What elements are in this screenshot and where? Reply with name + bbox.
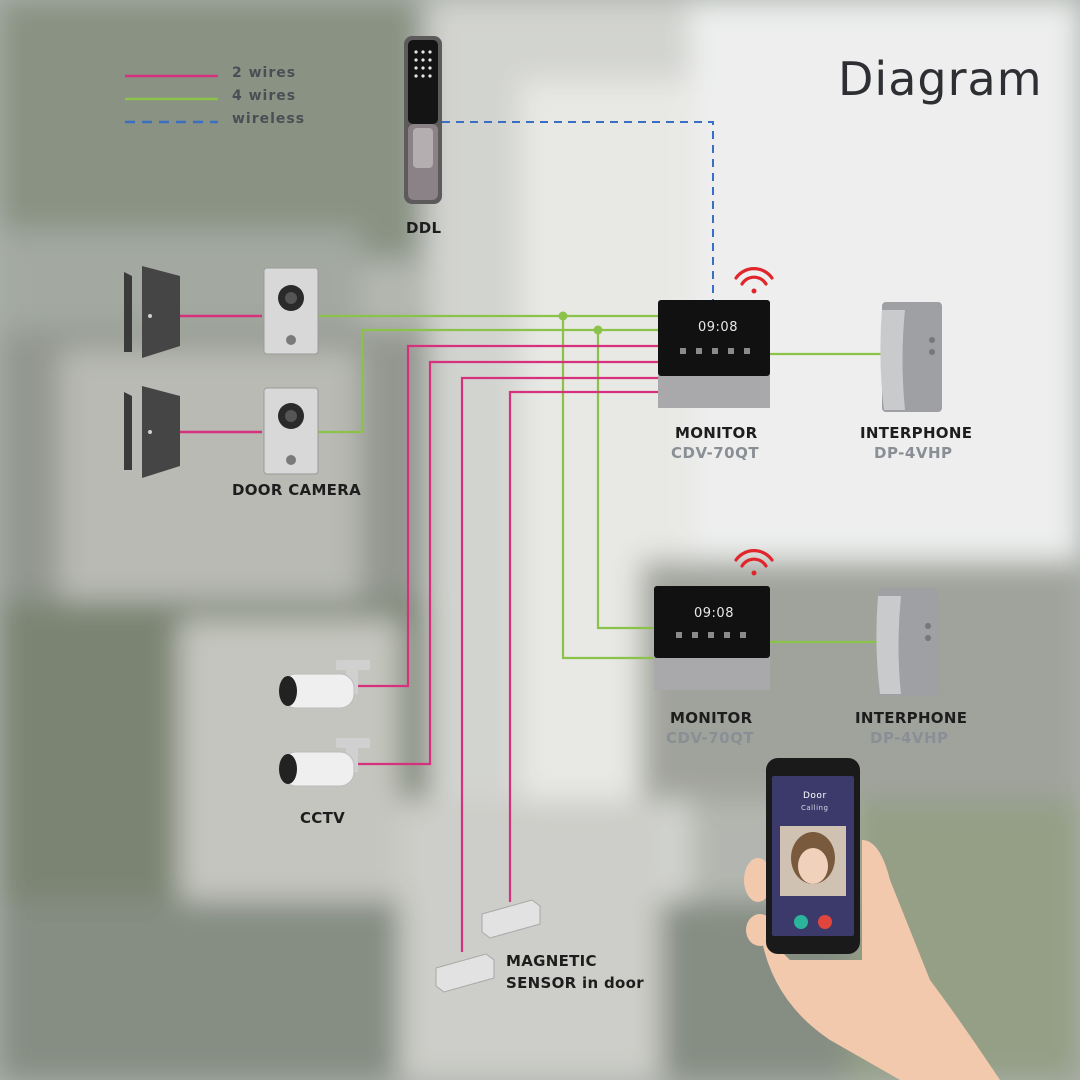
wire-branch-monitor2-b (596, 330, 655, 630)
wire-sensor1-monitor (460, 376, 660, 952)
interphone-2-model: DP-4VHP (870, 729, 949, 747)
legend-label-wireless: wireless (232, 111, 306, 127)
interphone-1-label: INTERPHONE (860, 424, 973, 442)
monitor-device-1 (658, 300, 770, 408)
wire-cctv1-monitor (355, 344, 660, 688)
ddl-lock-icon (404, 36, 442, 204)
phone-screen-title: Door (803, 791, 827, 801)
accept-call-icon (794, 915, 808, 929)
door-icon (124, 386, 180, 478)
junction-dot (593, 325, 603, 335)
legend-label-two-wire: 2 wires (232, 65, 297, 81)
magnetic-sensor-label-line2: SENSOR in door (506, 974, 644, 992)
decline-call-icon (818, 915, 832, 929)
wifi-icon (734, 549, 774, 576)
wire-cctv2-monitor (355, 360, 660, 766)
smartphone-device (766, 758, 860, 954)
monitor-2-label: MONITOR (670, 709, 753, 727)
wire-sensor2-monitor (508, 390, 660, 902)
ddl-label: DDL (406, 219, 442, 237)
interphone-1-model: DP-4VHP (874, 444, 953, 462)
door-camera-label: DOOR CAMERA (232, 481, 361, 499)
page-title: Diagram (838, 52, 1043, 106)
door-camera-icon (263, 387, 319, 475)
interphone-2-label: INTERPHONE (855, 709, 968, 727)
wireless-ddl-link (442, 121, 714, 300)
monitor-1-clock: 09:08 (698, 320, 738, 335)
cctv-camera-icon (279, 738, 370, 787)
wire-branch-monitor2-a (561, 316, 655, 660)
monitor-2-model: CDV-70QT (666, 729, 755, 747)
junction-dot (558, 311, 568, 321)
monitor-1-model: CDV-70QT (671, 444, 760, 462)
legend-label-four-wire: 4 wires (232, 88, 297, 104)
monitor-1-label: MONITOR (675, 424, 758, 442)
wifi-icon (734, 267, 774, 294)
cctv-label: CCTV (300, 809, 346, 827)
phone-screen-subtitle: Calling (801, 804, 829, 812)
monitor-device-2 (654, 586, 770, 690)
wire-camera2-monitor (318, 328, 660, 434)
door-camera-icon (263, 267, 319, 355)
monitor-2-clock: 09:08 (694, 606, 734, 621)
door-icon (124, 266, 180, 358)
cctv-camera-icon (279, 660, 370, 709)
magnetic-sensor-icon (435, 899, 541, 993)
magnetic-sensor-label-line1: MAGNETIC (506, 952, 597, 970)
interphone-device-2 (876, 588, 938, 696)
interphone-device-1 (880, 302, 942, 412)
